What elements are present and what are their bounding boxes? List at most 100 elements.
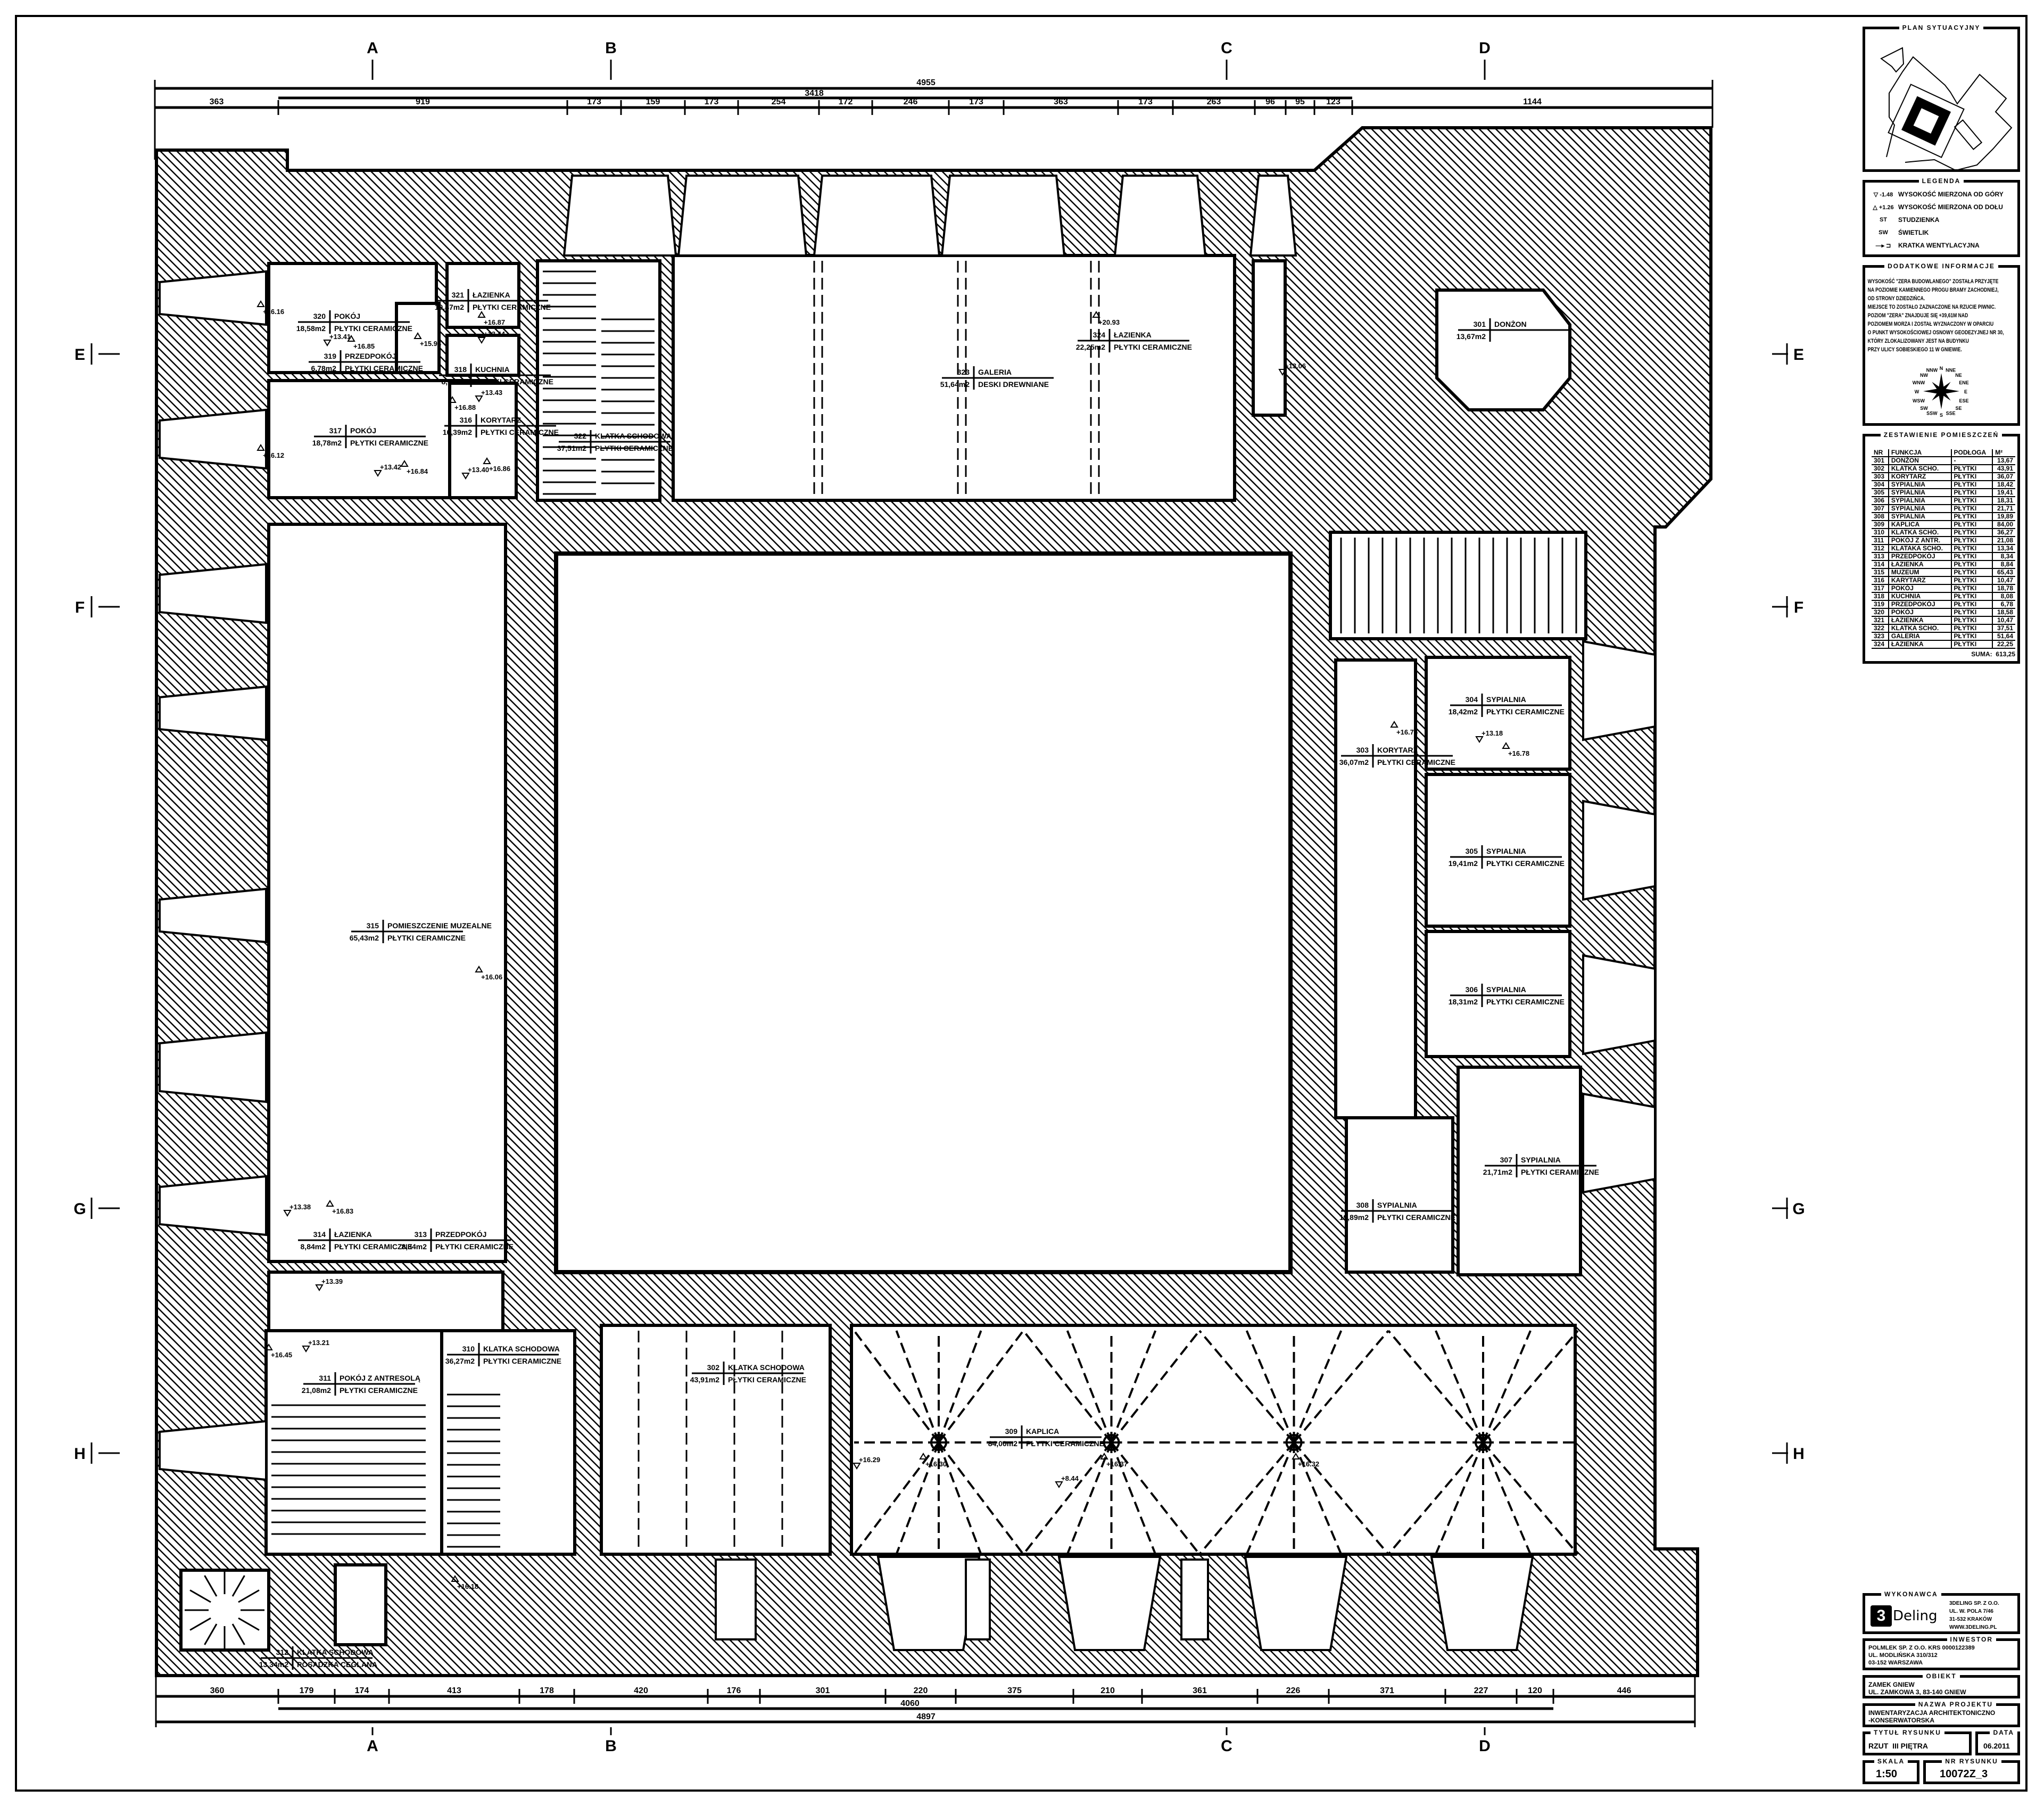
dimension-value: 413 [447,1686,461,1695]
elevation-value: +13.40 [468,466,489,474]
grid-column-label: B [605,1737,617,1755]
dimension-value: 1144 [1523,97,1542,106]
title-block-line: INWENTARYZACJA ARCHITEKTONICZNO [1868,1709,1996,1717]
table-cell: POKÓJ Z ANTR. [1888,537,1951,545]
vault-rib [1482,1442,1532,1555]
vault-rib [1293,1330,1389,1444]
window-south-small [715,1558,757,1640]
stair-tread [189,1617,211,1631]
room-function: POMIESZCZENIE MUZEALNE [387,921,492,930]
vault-rib [1482,1441,1579,1555]
table-cell: 314 [1872,560,1889,569]
dimension-value: 375 [1007,1686,1022,1695]
table-cell: KAPLICA [1888,521,1951,529]
table-cell: 37,51 [1992,624,2015,633]
table-cell: 306 [1872,497,1889,505]
info-line: POZIOM "ZERA" ZNAJDUJE SIĘ +39,61M NAD [1867,312,1968,319]
elevation-marks: +13.41+16.85+15.94+16.87+13.44+13.43+16.… [256,300,1529,1590]
table-cell: SYPIALNIA [1888,505,1951,513]
elevation-up-icon [413,332,422,339]
table-cell: 309 [1872,521,1889,529]
room-302 [600,1324,832,1556]
elevation-mark: +8.44 [1055,1474,1079,1488]
elevation-mark: +20.93 [1092,311,1120,326]
room-function: KAPLICA [1026,1427,1059,1436]
room-area: 6,78m2 [311,364,337,373]
contractor-logo-text: Deling [1893,1608,1938,1624]
room-319 [395,302,441,374]
elevation-down-icon [475,395,483,402]
room-floor: PŁYTKI CERAMICZNE [1377,758,1455,766]
table-cell: 18,58 [1992,608,2015,617]
project-title: NAZWA PROJEKTU [1915,1701,1996,1708]
table-cell: PŁYTKI [1950,600,1993,609]
window-south [1244,1556,1348,1651]
table-cell: PŁYTKI [1950,576,1993,585]
compass-label: ESE [1959,398,1968,403]
table-cell: ŁAZIENKA [1888,560,1951,569]
elevation-value: +13.18 [1482,729,1503,737]
elevation-mark: +13.21 [302,1339,329,1353]
room-floor: PŁYTKI CERAMICZNE [340,1386,418,1395]
elevation-mark: +16.85 [347,335,375,350]
room-318 [445,334,520,377]
window-south [1057,1556,1162,1651]
title-block-line: UL. ZAMKOWA 3, 83-140 GNIEW [1868,1688,1966,1696]
room-number: 312 [276,1648,289,1656]
elevation-value: +16.83 [332,1207,353,1215]
room-function: KUCHNIA [475,365,510,374]
room-number: 308 [1356,1201,1369,1209]
room-function: ŁAZIENKA [334,1230,372,1239]
room-number: 311 [319,1374,331,1382]
room-number: 322 [574,432,587,440]
stair-east [1329,531,1587,640]
vault-rib [1482,1330,1532,1443]
table-cell: 18,42 [1992,481,2015,489]
table-cell: SYPIALNIA [1888,513,1951,521]
elevation-mark: +16.06 [475,966,502,981]
vault-rib [1110,1442,1157,1555]
room-area: 21,71m2 [1483,1168,1512,1176]
window-south [876,1556,981,1651]
vault-boss [1103,1434,1120,1451]
vault-rib [1387,1441,1484,1555]
elevation-down-icon [283,1210,292,1217]
dimension-value: 172 [839,97,853,106]
vault-rib [1066,1330,1113,1443]
compass-label: NNE [1946,367,1956,373]
dimension-value: 254 [772,97,786,106]
grid-column-label: B [605,39,617,57]
legend-symbol-icon: —▸ ⊐ [1875,242,1891,249]
room-305 [1425,773,1571,928]
info-line: O PUNKT WYSOKOŚCIOWEJ OSNOWY GEODEZYJNEJ… [1867,329,2004,336]
table-cell: 302 [1872,465,1889,473]
compass-label: NNW [1926,367,1938,373]
elevation-up-icon [326,1200,334,1207]
elevation-mark: +16.83 [326,1200,353,1215]
dim-top-subtotal: 3418 [805,89,824,98]
drawing-frame [15,15,2028,1792]
elevation-mark: +16.45 [264,1343,292,1359]
table-cell: - [1950,457,1993,465]
table-cell: 312 [1872,545,1889,553]
window-south-small [965,1558,991,1640]
legend-label: ŚWIETLIK [1898,229,1929,236]
additional-info-box: DODATKOWE INFORMACJE WYSOKOŚĆ "ZERA BUDO… [1863,262,2020,426]
table-cell: 321 [1872,616,1889,625]
table-cell: PŁYTKI [1950,505,1993,513]
room-area: 10,39m2 [443,428,472,436]
room-floor: PŁYTKI CERAMICZNE [483,1357,561,1365]
room-floor: PŁYTKI CERAMICZNE [345,364,423,373]
room-function: GALERIA [978,368,1012,376]
room-301 [1435,288,1571,411]
room-area: 10,47m2 [435,303,464,311]
room-number: 309 [1005,1427,1018,1436]
